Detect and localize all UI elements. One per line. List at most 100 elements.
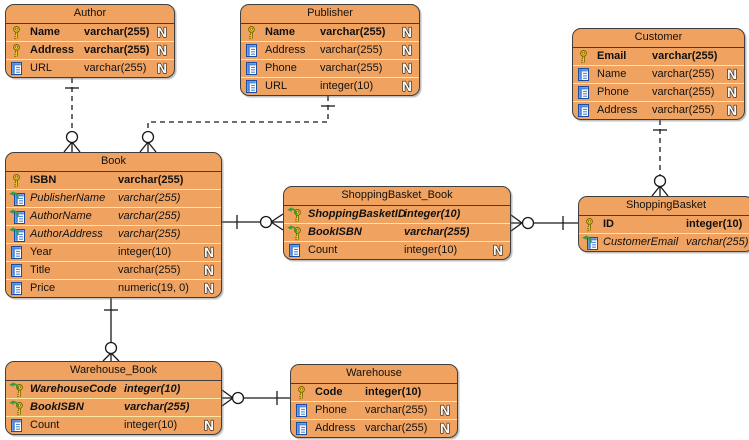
column-name: Email [597,50,627,62]
svg-text:N: N [727,67,737,82]
column-type: varchar(255) [365,404,428,416]
column-icon [10,281,27,296]
column-row[interactable]: Price numeric(19, 0) N [6,279,221,297]
primary-key-icon [245,25,262,40]
connector-publisher-book[interactable] [139,96,335,153]
column-type: varchar(255) [84,26,150,38]
column-name: Price [30,282,56,294]
connector-book-shoppingbasket-book[interactable] [222,213,284,231]
column-type: integer(10) [404,244,458,256]
column-type: varchar(255) [652,50,718,62]
column-name: ID [603,218,614,230]
column-name: CustomerEmail [603,236,679,248]
svg-text:N: N [157,61,167,76]
column-row[interactable]: Phone varchar(255) N [291,401,457,419]
column-type: varchar(255) [118,264,181,276]
nullable-badge: N [493,243,504,258]
svg-text:N: N [204,245,214,260]
column-type: integer(10) [686,218,743,230]
column-row[interactable]: ID integer(10) [579,216,749,233]
column-type: varchar(255) [118,210,181,222]
column-icon [577,85,594,100]
column-name: ISBN [30,174,57,186]
connector-book-warehouse-book[interactable] [102,298,120,362]
column-name: Phone [597,86,629,98]
column-type: varchar(255) [118,192,181,204]
nullable-badge: N [727,85,738,100]
column-type: varchar(255) [320,44,383,56]
column-name: Code [315,386,343,398]
foreign-key-icon [8,225,27,242]
svg-text:N: N [402,79,412,94]
fk-arrow-icon [8,225,19,241]
nullable-badge: N [204,281,215,296]
column-name: Title [30,264,51,276]
column-type: varchar(255) [118,228,181,240]
column-name: Address [30,44,75,56]
column-icon [10,263,27,278]
foreign-key-icon [9,191,27,206]
column-row[interactable]: Email varchar(255) [573,48,744,65]
connector-customer-shoppingbasket[interactable] [651,120,669,197]
column-icon [245,79,262,94]
primary-key-icon [10,43,27,58]
nullable-badge: N [440,403,451,418]
fk-arrow-icon [8,380,19,396]
column-row[interactable]: Phone varchar(255) N [573,83,744,101]
column-type: integer(10) [320,80,374,92]
column-type: numeric(19, 0) [118,282,189,294]
column-name: Phone [315,404,347,416]
connector-author-book[interactable] [63,78,81,153]
svg-text:N: N [440,403,450,418]
column-type: varchar(255) [404,226,470,238]
svg-text:N: N [402,25,412,40]
column-type: varchar(255) [652,68,715,80]
column-name: Name [265,26,295,38]
column-icon [295,421,312,436]
column-name: URL [30,62,53,74]
connector-shoppingbasket-shoppingbasket-book[interactable] [510,214,578,232]
connector-warehouse-warehouse-book[interactable] [221,389,290,407]
primary-key-icon [10,25,27,40]
column-type: varchar(255) [652,86,715,98]
foreign-key-icon [9,209,27,224]
column-row[interactable]: Name varchar(255) N [573,65,744,83]
nullable-badge: N [157,25,168,40]
column-type: integer(10) [118,246,172,258]
entity-title: Author [6,5,174,24]
column-name: Name [597,68,627,80]
primary-foreign-key-icon [9,400,27,416]
